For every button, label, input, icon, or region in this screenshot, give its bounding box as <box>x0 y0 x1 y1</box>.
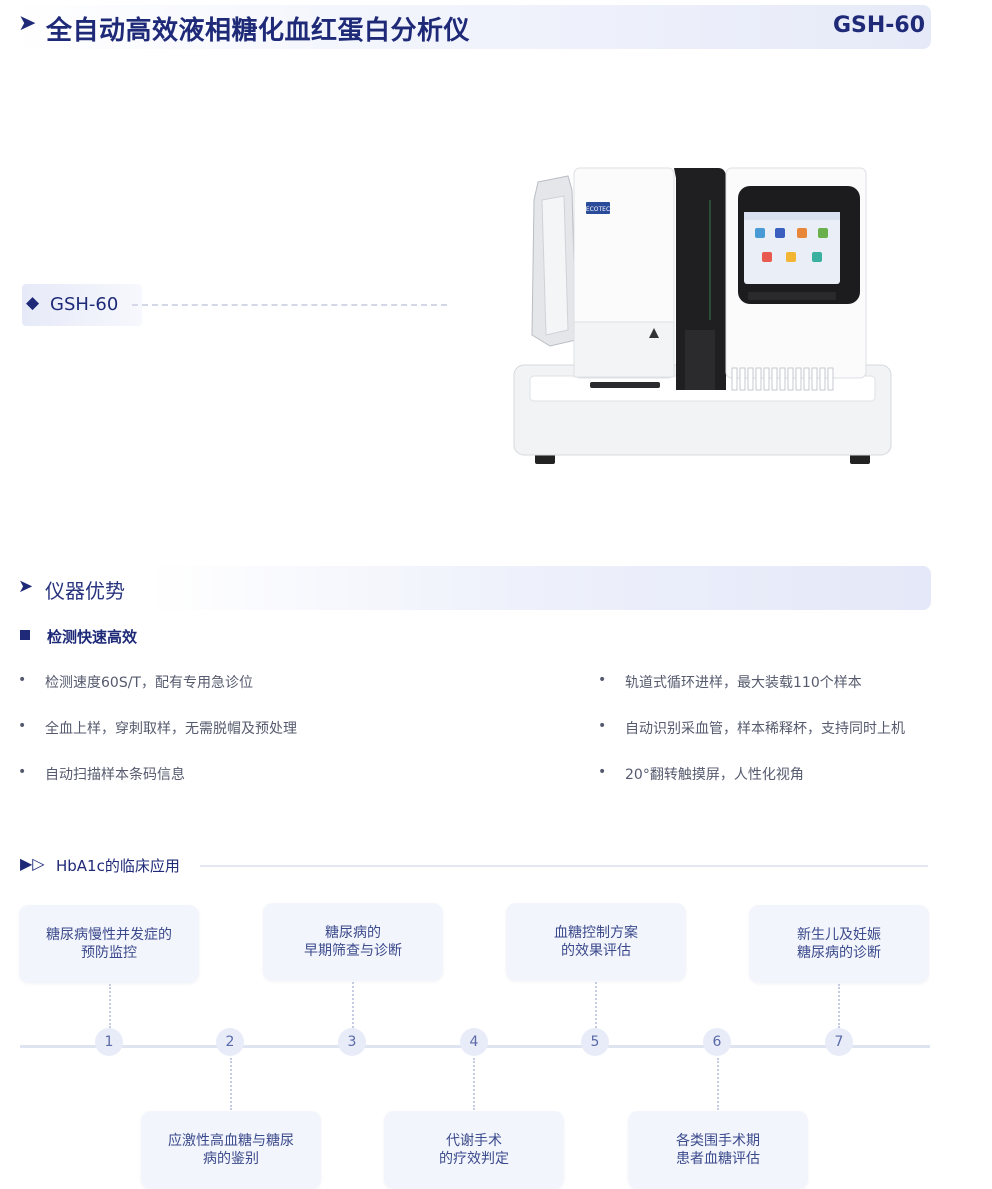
bullet-icon: • <box>18 672 27 688</box>
application-card: 应激性高血糖与糖尿 病的鉴别 <box>141 1111 321 1189</box>
diamond-icon: ◆ <box>26 293 40 313</box>
application-card-text: 糖尿病慢性并发症的 预防监控 <box>46 927 172 961</box>
application-card-text: 代谢手术 的疗效判定 <box>439 1133 509 1167</box>
bullet-icon: • <box>598 764 607 780</box>
feature-text: 轨道式循环进样，最大装载110个样本 <box>625 675 862 691</box>
page-title: 全自动高效液相糖化血红蛋白分析仪 <box>46 16 471 46</box>
timeline-node: 5 <box>581 1028 609 1056</box>
bullet-icon: • <box>18 718 27 734</box>
advantages-section-header: ➤ 仪器优势 <box>10 566 931 610</box>
feature-text: 检测速度60S/T，配有专用急诊位 <box>45 675 253 691</box>
dotted-connector <box>595 982 597 1028</box>
application-card-text: 新生儿及妊娠 糖尿病的诊断 <box>797 927 881 961</box>
square-bullet-icon <box>20 630 30 640</box>
application-card-text: 应激性高血糖与糖尿 病的鉴别 <box>168 1133 294 1167</box>
application-card: 糖尿病的 早期筛查与诊断 <box>263 903 443 981</box>
dotted-connector <box>473 1058 475 1110</box>
clinical-section-title: HbA1c的临床应用 <box>56 857 180 875</box>
timeline-node: 2 <box>216 1028 244 1056</box>
bullet-icon: • <box>18 764 27 780</box>
application-card: 糖尿病慢性并发症的 预防监控 <box>19 905 199 983</box>
feature-text: 全血上样，穿刺取样，无需脱帽及预处理 <box>45 721 297 737</box>
feature-text: 20°翻转触摸屏，人性化视角 <box>625 767 804 783</box>
arrow-right-icon: ➤ <box>18 11 37 36</box>
dotted-connector <box>838 984 840 1028</box>
bullet-icon: • <box>598 672 607 688</box>
bullet-icon: • <box>598 718 607 734</box>
subheading-text: 检测快速高效 <box>47 628 138 646</box>
device-brand-label: ECOTEC <box>586 206 610 213</box>
analyzer-device-image: ECOTEC <box>513 167 892 464</box>
timeline-node: 6 <box>703 1028 731 1056</box>
model-tag: ◆ GSH-60 <box>22 284 142 326</box>
page-header: ➤ 全自动高效液相糖化血红蛋白分析仪 GSH-60 <box>10 5 931 49</box>
application-card: 血糖控制方案 的效果评估 <box>506 903 686 981</box>
application-card-text: 糖尿病的 早期筛查与诊断 <box>304 925 402 959</box>
arrow-right-icon: ➤ <box>18 576 34 597</box>
application-card-text: 各类围手术期 患者血糖评估 <box>676 1133 760 1167</box>
application-card-text: 血糖控制方案 的效果评估 <box>554 925 638 959</box>
advantages-section-title: 仪器优势 <box>45 579 125 603</box>
application-card: 新生儿及妊娠 糖尿病的诊断 <box>749 905 929 983</box>
timeline-node: 7 <box>825 1028 853 1056</box>
play-arrows-icon: ▶▷ <box>20 854 45 873</box>
dotted-connector <box>230 1058 232 1110</box>
application-card: 代谢手术 的疗效判定 <box>384 1111 564 1189</box>
dotted-connector <box>717 1058 719 1110</box>
feature-text: 自动扫描样本条码信息 <box>45 767 185 783</box>
timeline-node: 3 <box>338 1028 366 1056</box>
timeline-node: 1 <box>95 1028 123 1056</box>
dashed-connector <box>132 304 447 306</box>
model-number: GSH-60 <box>832 13 925 38</box>
timeline-node: 4 <box>460 1028 488 1056</box>
dotted-connector <box>109 984 111 1028</box>
dotted-connector <box>352 982 354 1028</box>
feature-text: 自动识别采血管，样本稀释杯，支持同时上机 <box>625 721 905 737</box>
application-card: 各类围手术期 患者血糖评估 <box>628 1111 808 1189</box>
clinical-header-rule <box>200 865 928 867</box>
model-tag-label: GSH-60 <box>50 294 119 315</box>
